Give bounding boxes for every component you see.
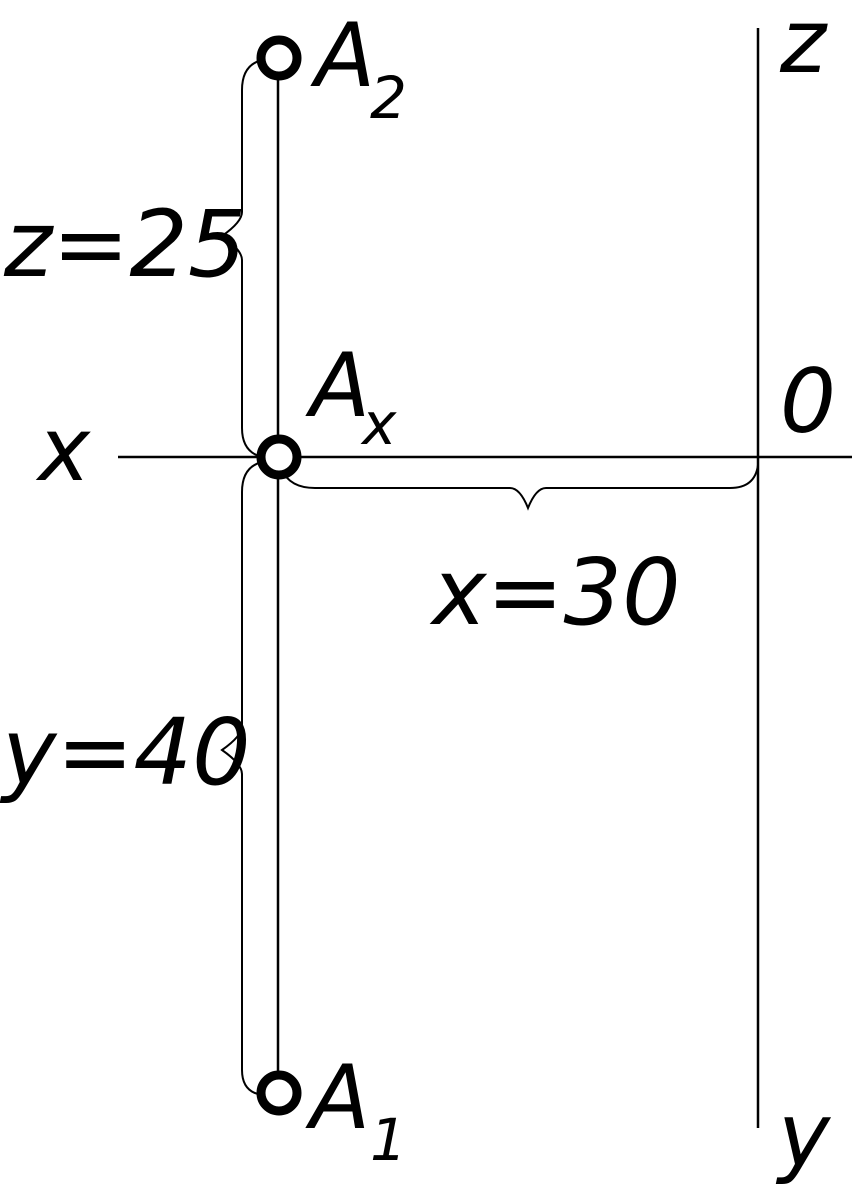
x-axis-label: x xyxy=(35,398,91,501)
point-ax-subscript: x xyxy=(360,390,397,458)
point-a1-letter: A xyxy=(305,1046,370,1149)
y-dimension-label: y=40 xyxy=(0,699,251,806)
z-axis-label: z xyxy=(779,0,828,93)
point-a2-marker xyxy=(256,35,302,81)
point-ax-letter: A xyxy=(305,334,370,437)
point-ax-marker xyxy=(256,434,302,480)
point-a1-label: A 1 xyxy=(305,1046,407,1174)
z-dimension-brace xyxy=(220,59,263,458)
x-dimension-brace xyxy=(281,464,759,511)
point-a2-subscript: 2 xyxy=(370,64,407,132)
point-ax-label: A x xyxy=(305,334,397,458)
y-dimension-brace xyxy=(220,461,263,1096)
point-a2-label: A 2 xyxy=(310,4,407,132)
z-dimension-label: z=25 xyxy=(3,191,246,298)
point-a1-marker xyxy=(256,1070,302,1116)
origin-label: 0 xyxy=(780,350,836,453)
point-a1-subscript: 1 xyxy=(370,1106,407,1174)
point-a2-letter: A xyxy=(310,4,375,107)
x-dimension-label: x=30 xyxy=(429,539,681,646)
y-axis-label: y xyxy=(775,1084,832,1187)
